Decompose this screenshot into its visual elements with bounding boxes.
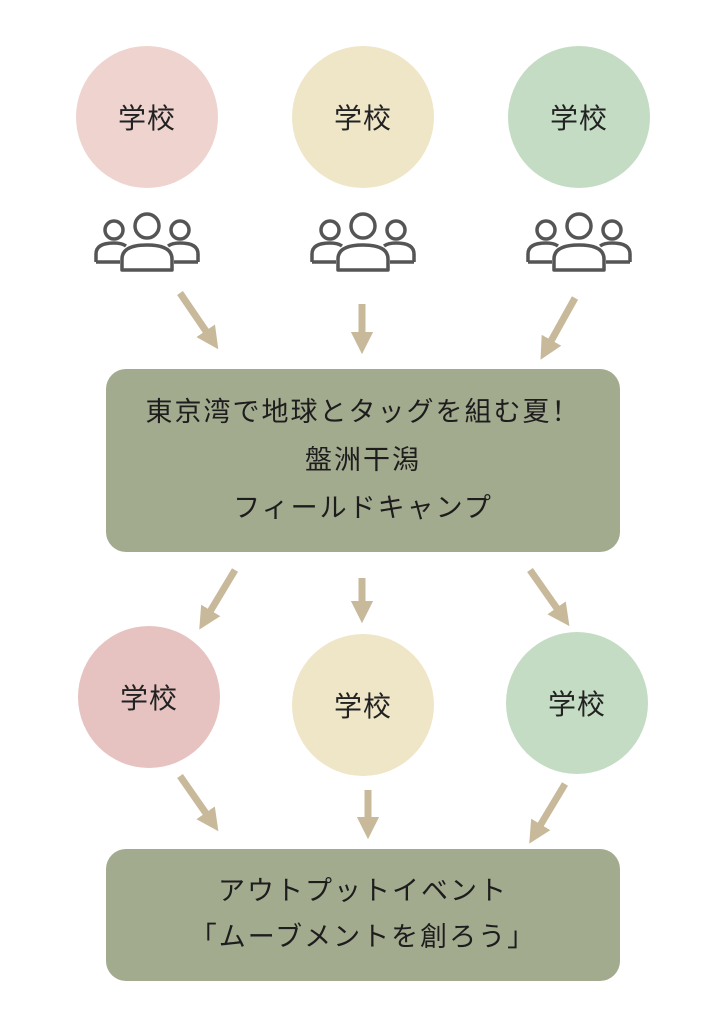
- school-label: 学校: [119, 682, 178, 715]
- field-camp-box: 東京湾で地球とタッグを組む夏！ 盤洲干潟 フィールドキャンプ: [106, 369, 620, 552]
- school-circle-bottom-3: 学校: [506, 632, 648, 774]
- school-label: 学校: [333, 102, 392, 135]
- arrow-down-right: [177, 774, 219, 832]
- school-circle-top-1: 学校: [76, 46, 218, 188]
- arrow-down-left: [529, 782, 569, 844]
- school-circle-top-2: 学校: [292, 46, 434, 188]
- people-group-icon: [526, 212, 632, 272]
- school-label: 学校: [549, 102, 608, 135]
- arrow-down-right: [527, 567, 570, 627]
- school-circle-bottom-1: 学校: [78, 626, 220, 768]
- event-title-line: 東京湾で地球とタッグを組む夏！: [145, 396, 581, 428]
- event-location-line: 盤洲干潟: [305, 444, 421, 476]
- event-name-line: フィールドキャンプ: [233, 492, 493, 524]
- school-circle-bottom-2: 学校: [292, 634, 434, 776]
- arrow-down-left: [540, 296, 579, 360]
- people-group-icon: [310, 212, 416, 272]
- people-group-icon: [94, 212, 200, 272]
- school-circle-top-3: 学校: [508, 46, 650, 188]
- output-subtitle-line: 「ムーブメントを創ろう」: [189, 922, 537, 953]
- school-label: 学校: [117, 102, 176, 135]
- arrow-down-left: [199, 568, 239, 630]
- output-title-line: アウトプットイベント: [218, 876, 508, 907]
- output-event-box: アウトプットイベント 「ムーブメントを創ろう」: [106, 849, 620, 981]
- school-label: 学校: [333, 690, 392, 723]
- arrow-down-right: [177, 291, 219, 350]
- school-label: 学校: [547, 688, 606, 721]
